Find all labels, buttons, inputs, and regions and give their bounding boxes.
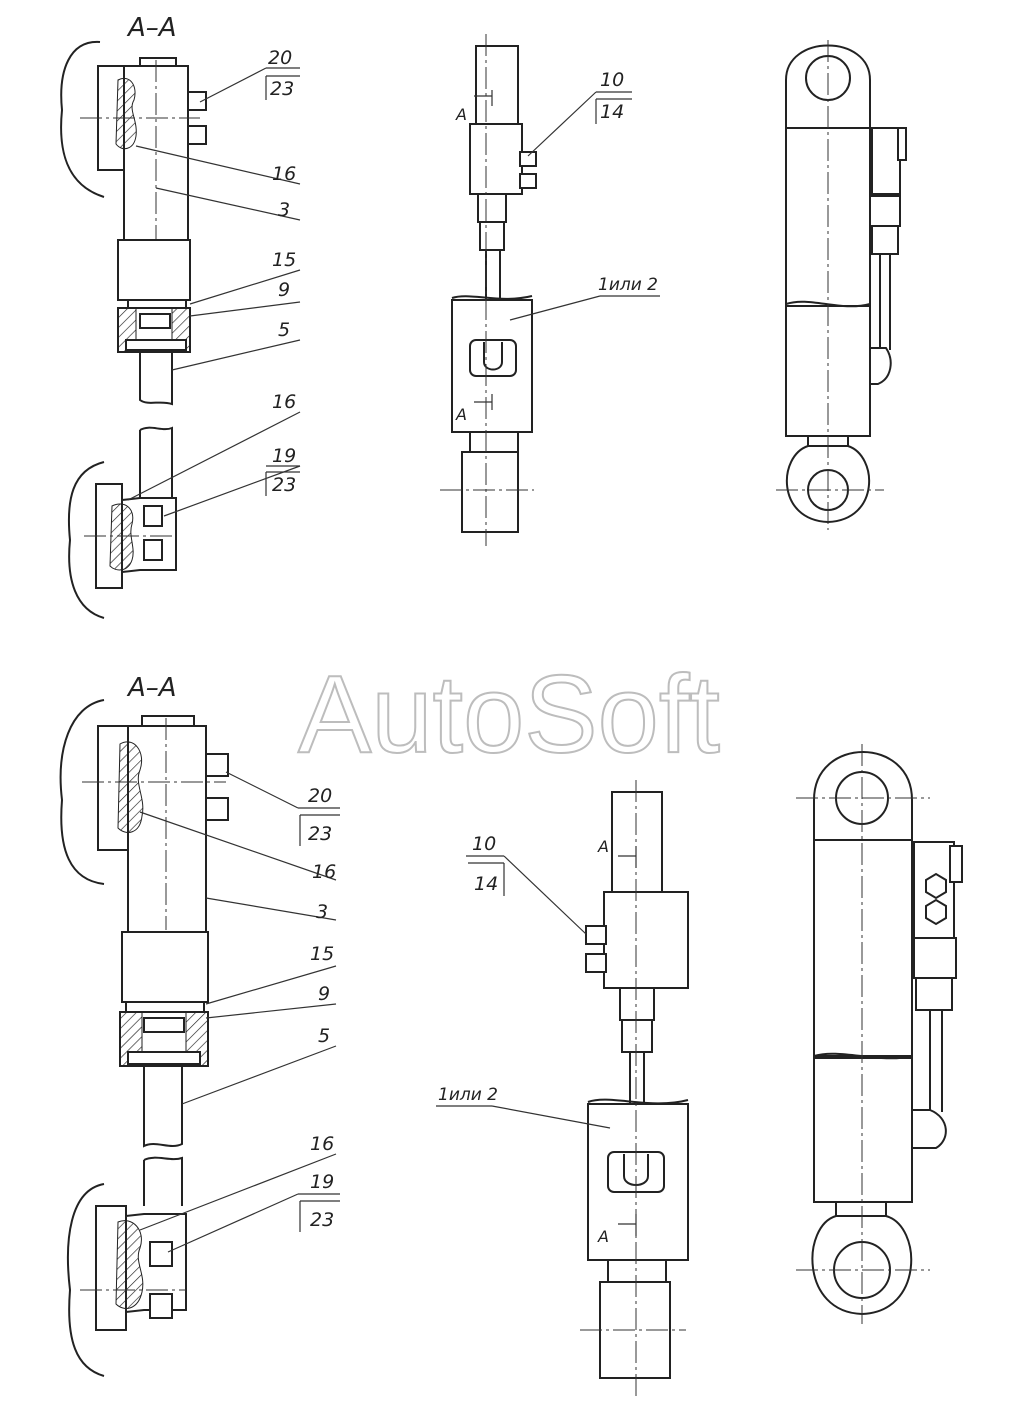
callout-20: 20 bbox=[308, 785, 332, 807]
callout-5: 5 bbox=[278, 319, 290, 341]
callout-3: 3 bbox=[316, 901, 328, 923]
callout-16: 16 bbox=[272, 391, 296, 413]
svg-text:А: А bbox=[597, 1227, 609, 1246]
callout-3: 3 bbox=[278, 199, 290, 221]
mounting-bracket bbox=[60, 40, 105, 198]
piston-rod bbox=[139, 352, 173, 406]
section-view-top: А–А bbox=[60, 13, 301, 619]
callout-10: 10 bbox=[600, 69, 624, 91]
callout-19: 19 bbox=[272, 445, 296, 467]
callout-23: 23 bbox=[310, 1209, 334, 1231]
callout-9: 9 bbox=[278, 279, 290, 301]
callout-16: 16 bbox=[310, 1133, 334, 1155]
callout-23: 23 bbox=[308, 823, 332, 845]
gland-nut bbox=[117, 239, 191, 301]
callout-14: 14 bbox=[474, 873, 498, 895]
section-view-bottom: А–А bbox=[59, 673, 340, 1377]
callout-10: 10 bbox=[472, 833, 496, 855]
side-view-bottom bbox=[796, 744, 963, 1324]
section-title: А–А bbox=[126, 13, 177, 43]
watermark: AutoSoft bbox=[298, 653, 720, 776]
callout-16: 16 bbox=[272, 163, 296, 185]
front-view-bottom: А А 10 14 1или 2 bbox=[436, 780, 689, 1400]
svg-text:А: А bbox=[597, 837, 609, 856]
callout-14: 14 bbox=[600, 101, 624, 123]
callout-16: 16 bbox=[312, 861, 336, 883]
front-view-top: А А 10 14 1или 2 bbox=[440, 34, 660, 546]
callout-23: 23 bbox=[270, 78, 294, 100]
callout-9: 9 bbox=[318, 983, 330, 1005]
callout-1-or-2: 1или 2 bbox=[438, 1085, 498, 1105]
callout-15: 15 bbox=[310, 943, 334, 965]
callout-20: 20 bbox=[268, 47, 292, 69]
svg-text:А: А bbox=[455, 405, 467, 424]
side-view-top bbox=[776, 40, 907, 530]
mounting-bracket bbox=[59, 699, 105, 885]
callout-5: 5 bbox=[318, 1025, 330, 1047]
callout-23: 23 bbox=[272, 474, 296, 496]
seal-hatch bbox=[115, 78, 137, 150]
svg-text:А: А bbox=[455, 105, 467, 124]
callout-1-or-2: 1или 2 bbox=[598, 275, 658, 295]
section-title: А–А bbox=[126, 673, 177, 703]
callout-19: 19 bbox=[310, 1171, 334, 1193]
callout-15: 15 bbox=[272, 249, 296, 271]
